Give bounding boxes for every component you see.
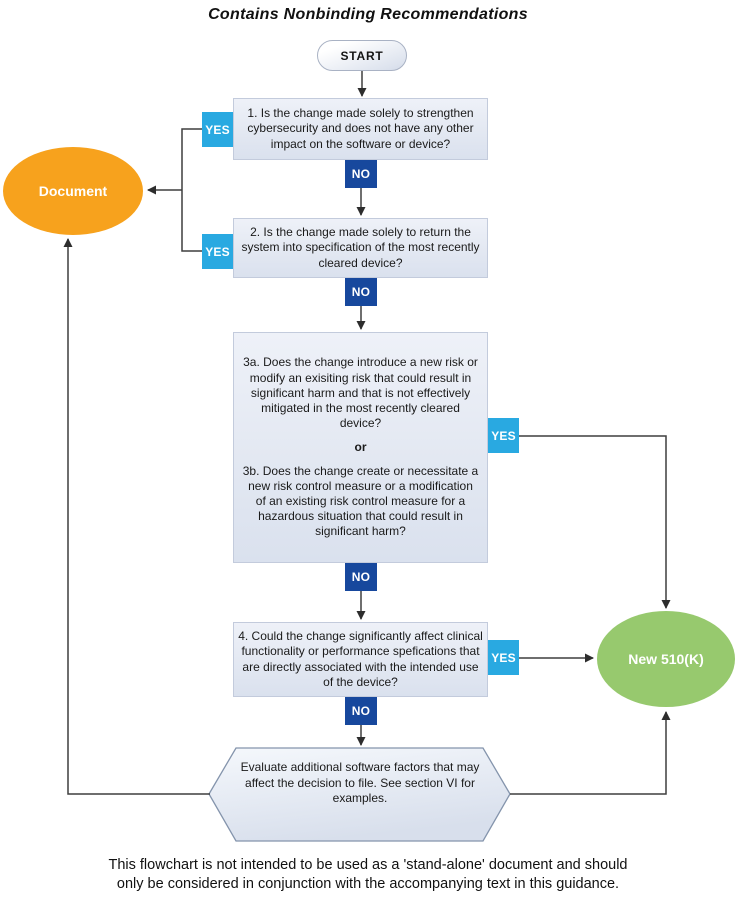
question-4-box: 4. Could the change significantly affect… [233,622,488,697]
q3-no-badge: NO [345,563,377,591]
q2-yes-badge: YES [202,234,233,269]
q1-yes-badge: YES [202,112,233,147]
question-3a-text: 3a. Does the change introduce a new risk… [243,355,478,430]
question-3-or: or [354,439,367,454]
question-3b-text: 3b. Does the change create or necessitat… [242,464,479,539]
q4-yes-badge: YES [488,640,519,675]
q1-no-badge: NO [345,160,377,188]
connector-yes-rail-left [181,128,202,252]
footer-line-1: This flowchart is not intended to be use… [108,857,628,873]
connector-evaluate-to-new510k [510,711,671,795]
q3-yes-badge: YES [488,418,519,453]
connector-q3-yes-to-new510k [519,435,671,609]
footer-note: This flowchart is not intended to be use… [0,856,736,893]
connector-evaluate-to-document [63,238,210,795]
new-510k-terminal: New 510(K) [597,611,735,707]
q4-no-badge: NO [345,697,377,725]
q2-no-badge: NO [345,278,377,306]
question-1-box: 1. Is the change made solely to strength… [233,98,488,160]
document-terminal: Document [3,147,143,235]
start-node: START [317,40,407,71]
question-3-box: 3a. Does the change introduce a new risk… [233,332,488,563]
footer-line-2: only be considered in conjunction with t… [116,875,620,892]
page-title: Contains Nonbinding Recommendations [208,6,528,23]
evaluate-hexagon-text: Evaluate additional software factors tha… [240,760,480,806]
question-2-box: 2. Is the change made solely to return t… [233,218,488,278]
